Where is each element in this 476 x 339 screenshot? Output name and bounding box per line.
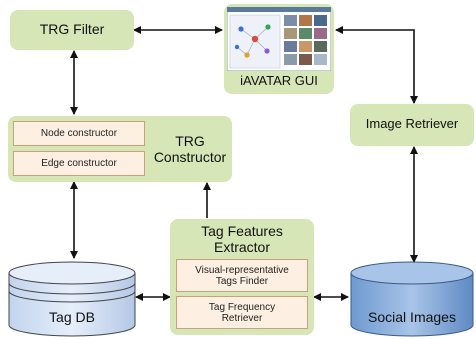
trg-constructor-label-line1: TRG [175, 133, 205, 149]
trg-filter-label: TRG Filter [39, 21, 105, 37]
node-constructor-box: Node constructor [13, 121, 145, 146]
gui-screenshot-thumbnail [227, 7, 331, 71]
image-retriever-box [350, 104, 474, 146]
tag-frequency-retriever-box: Tag Frequency Retriever [176, 296, 308, 329]
tag-db-cylinder [8, 261, 136, 337]
social-images-cylinder [350, 261, 474, 337]
trg-filter-box [10, 10, 134, 50]
trg-constructor-label: TRG Constructor [148, 133, 232, 165]
tag-db-label: Tag DB [49, 309, 95, 325]
image-retriever-label: Image Retriever [365, 116, 459, 131]
tag-features-extractor-label-line1: Tag Features [201, 223, 283, 239]
arrow-gui-retriever [335, 26, 418, 104]
tag-features-extractor-label-line2: Extractor [213, 239, 270, 255]
visual-finder-line2: Tags Finder [215, 275, 269, 287]
gui-label: iAVATAR GUI [240, 73, 318, 88]
edge-constructor-box: Edge constructor [13, 151, 145, 176]
social-images-label: Social Images [368, 309, 456, 325]
trg-constructor-label-line2: Constructor [153, 149, 227, 165]
tag-features-extractor-label: Tag Features Extractor [170, 223, 314, 255]
tag-frequency-line2: Retriever [221, 312, 263, 324]
tag-frequency-line1: Tag Frequency [208, 301, 276, 313]
visual-finder-line1: Visual-representative [195, 264, 289, 276]
visual-representative-tags-finder-box: Visual-representative Tags Finder [176, 259, 308, 292]
